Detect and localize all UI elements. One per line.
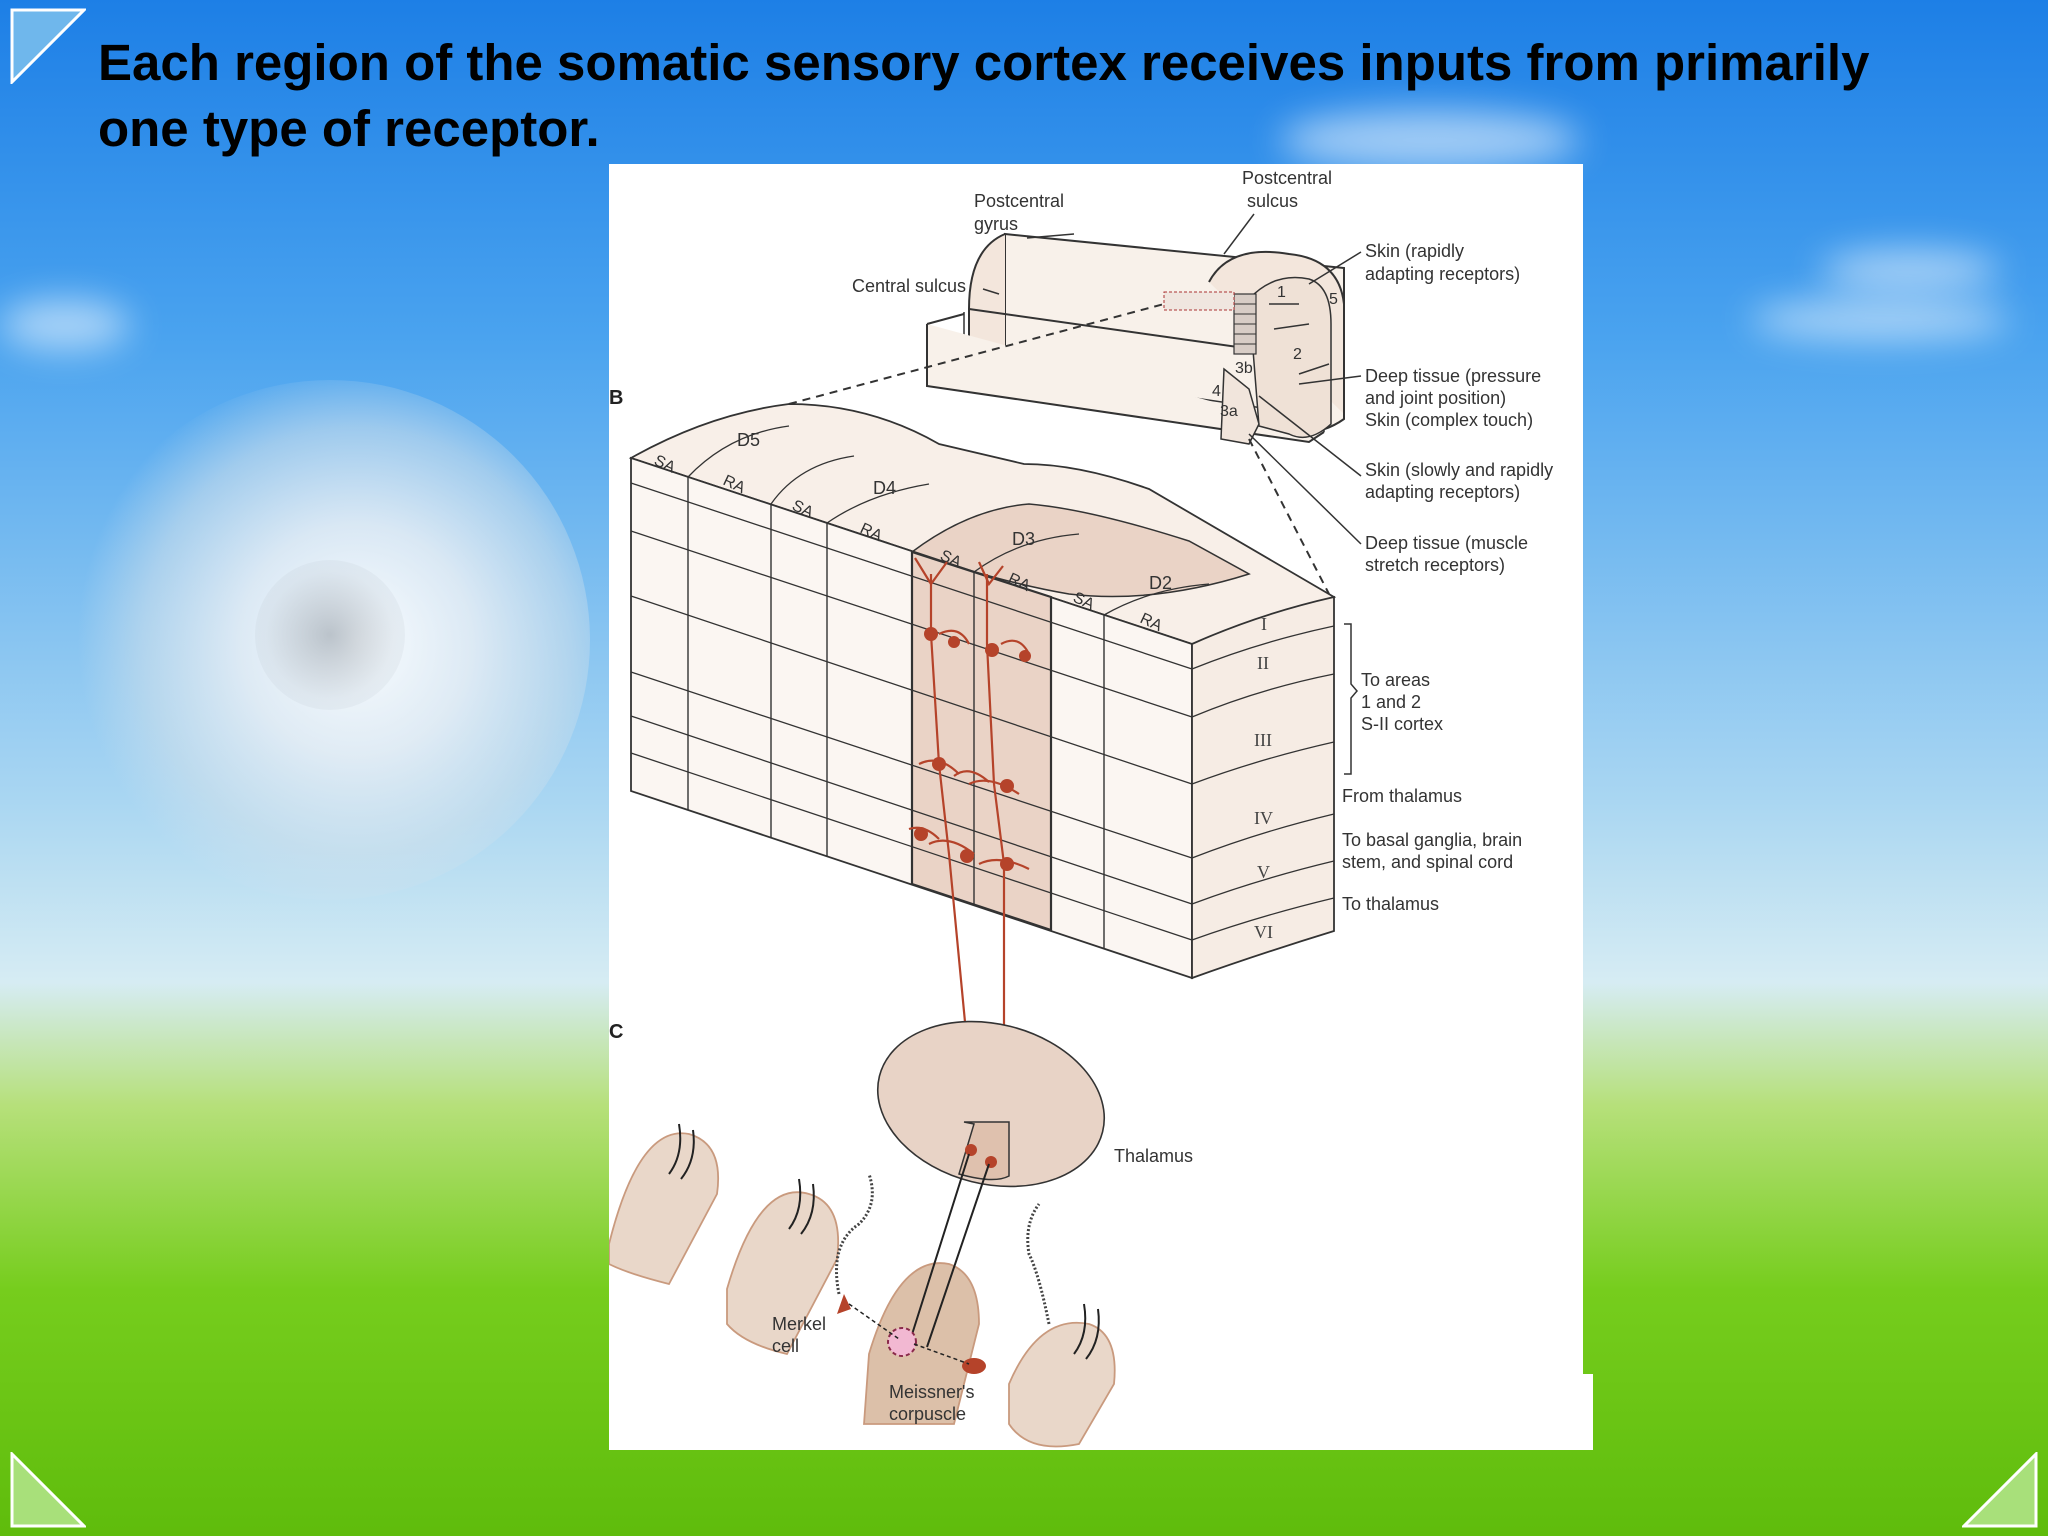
callout-deep-pressure-2: and joint position) — [1365, 388, 1506, 408]
callout-deep-muscle-2: stretch receptors) — [1365, 555, 1505, 575]
callout-skin-rapid-1: Skin (rapidly — [1365, 241, 1464, 261]
somatosensory-diagram: 1 2 3a 3b 4 5 Postcentral gyrus Postcent… — [609, 168, 1553, 1448]
digit-label-d4: D4 — [873, 478, 896, 498]
callout-deep-pressure-1: Deep tissue (pressure — [1365, 366, 1541, 386]
area-label-1: 1 — [1277, 284, 1286, 301]
to-areas-label-2: 1 and 2 — [1361, 692, 1421, 712]
dandelion-core — [255, 560, 405, 710]
postcentral-sulcus-label-2: sulcus — [1247, 191, 1298, 211]
to-basal-label-1: To basal ganglia, brain — [1342, 830, 1522, 850]
sensory-arrows — [668, 1123, 1100, 1360]
digit-label-d5: D5 — [737, 430, 760, 450]
to-thalamus-label: To thalamus — [1342, 894, 1439, 914]
cortex-block — [628, 403, 1337, 980]
layer-label-iii: III — [1254, 730, 1272, 750]
from-thalamus-label: From thalamus — [1342, 786, 1462, 806]
panel-letter-b: B — [609, 387, 623, 409]
central-sulcus-label: Central sulcus — [852, 276, 966, 296]
corner-triangle-bottom-right — [1962, 1452, 2038, 1528]
layer-label-v: V — [1257, 862, 1270, 882]
layer-label-ii: II — [1257, 653, 1269, 673]
layer-label-vi: VI — [1254, 922, 1273, 942]
cloud — [1750, 300, 2010, 340]
area-label-4: 4 — [1212, 383, 1221, 400]
top-labels: Postcentral gyrus Postcentral sulcus Cen… — [852, 168, 1553, 575]
slide-title: Each region of the somatic sensory corte… — [98, 34, 1870, 157]
thalamus-label: Thalamus — [1114, 1146, 1193, 1166]
dashed-projection-lines — [788, 303, 1330, 595]
corner-triangle-top-left — [10, 8, 86, 84]
to-basal-label-2: stem, and spinal cord — [1342, 852, 1513, 872]
receptor-labels: Merkel cell Meissner's corpuscle — [772, 1314, 974, 1424]
area-label-5: 5 — [1329, 291, 1338, 308]
meissner-label-1: Meissner's — [889, 1382, 974, 1402]
area-label-3a: 3a — [1220, 403, 1238, 420]
receptors — [835, 1173, 1051, 1374]
area-label-3b: 3b — [1235, 360, 1253, 377]
thalamus: Thalamus — [876, 1020, 1193, 1188]
panel-letter-c: C — [609, 1021, 623, 1043]
callout-complex-touch: Skin (complex touch) — [1365, 410, 1533, 430]
layer-label-iv: IV — [1254, 808, 1273, 828]
merkel-cell-label-1: Merkel — [772, 1314, 826, 1334]
postcentral-gyrus-label-1: Postcentral — [974, 191, 1064, 211]
projection-labels: To areas 1 and 2 S-II cortex From thalam… — [1342, 623, 1522, 914]
callout-skin-slow-rapid-2: adapting receptors) — [1365, 482, 1520, 502]
gyrus-block — [926, 232, 1345, 445]
meissner-label-2: corpuscle — [889, 1404, 966, 1424]
cloud — [1820, 250, 2000, 290]
callout-skin-rapid-2: adapting receptors) — [1365, 264, 1520, 284]
neuron-somas — [914, 627, 1031, 871]
layer-label-i: I — [1261, 614, 1267, 634]
area-label-2: 2 — [1293, 346, 1302, 363]
callout-skin-slow-rapid-1: Skin (slowly and rapidly — [1365, 460, 1553, 480]
merkel-cell-label-2: cell — [772, 1336, 799, 1356]
cloud — [1280, 110, 1580, 170]
postcentral-sulcus-label-1: Postcentral — [1242, 168, 1332, 188]
digit-label-d3: D3 — [1012, 529, 1035, 549]
to-areas-label-1: To areas — [1361, 670, 1430, 690]
corner-triangle-bottom-left — [10, 1452, 86, 1528]
callout-deep-muscle-1: Deep tissue (muscle — [1365, 533, 1528, 553]
layer-labels: I II III IV V VI — [1254, 614, 1273, 942]
postcentral-gyrus-label-2: gyrus — [974, 214, 1018, 234]
cloud — [0, 300, 130, 350]
fingertips — [609, 1132, 1116, 1448]
area-number-labels: 1 2 3a 3b 4 5 — [1212, 284, 1338, 420]
digit-label-d2: D2 — [1149, 573, 1172, 593]
to-areas-label-3: S-II cortex — [1361, 714, 1443, 734]
